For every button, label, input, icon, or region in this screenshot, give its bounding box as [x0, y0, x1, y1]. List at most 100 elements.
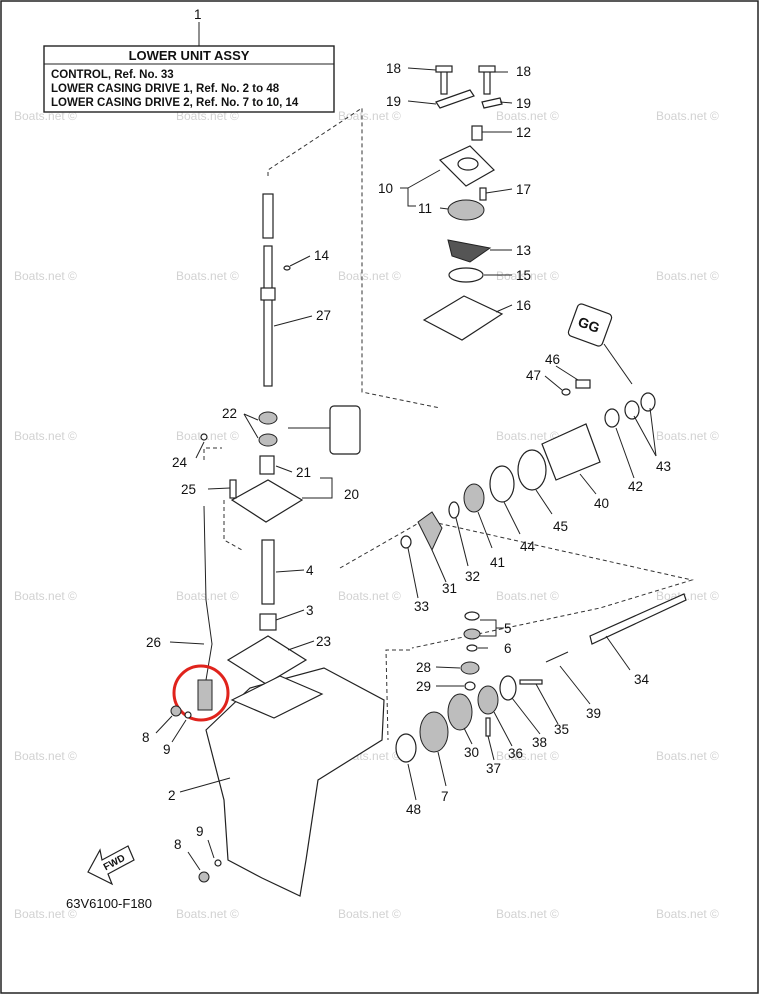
callout-label: 39 — [586, 706, 601, 721]
oil-seal-42 — [604, 408, 620, 428]
leader-lines — [155, 67, 657, 871]
insert-12 — [471, 125, 483, 141]
svg-text:GG: GG — [576, 313, 602, 336]
forward-gear-30 — [447, 693, 473, 731]
watermark: Boats.net © — [656, 109, 719, 123]
watermark: Boats.net © — [656, 589, 719, 603]
grommet-3 — [259, 613, 277, 631]
oring-45 — [517, 449, 547, 491]
callout-label: 12 — [516, 125, 531, 140]
water-tube-4 — [261, 539, 275, 605]
watermark: Boats.net © — [656, 749, 719, 763]
callout-label: 7 — [441, 789, 449, 804]
spring-39 — [545, 651, 569, 663]
bolt-25 — [229, 479, 237, 499]
callout-label: 29 — [416, 679, 431, 694]
drive-shaft-group — [200, 193, 308, 685]
bolt-18b-head — [478, 65, 496, 73]
watermark: Boats.net © — [656, 429, 719, 443]
bearing-5b — [463, 628, 481, 640]
callout-label: 33 — [414, 599, 429, 614]
screw-8a — [170, 705, 182, 717]
bolt-18b — [483, 69, 491, 95]
callout-label: 9 — [196, 824, 204, 839]
callout-label: 28 — [416, 660, 431, 675]
callout-label: 18 — [386, 61, 401, 76]
callout-label: 26 — [146, 635, 161, 650]
callout-label: 15 — [516, 268, 531, 283]
callout-label: 34 — [634, 672, 650, 687]
callout-label: 16 — [516, 298, 531, 313]
gasket-15 — [448, 267, 484, 283]
watermark: Boats.net © — [176, 907, 239, 921]
outer-plate-16 — [422, 295, 504, 341]
watermark: Boats.net © — [14, 589, 77, 603]
washer-47 — [561, 388, 571, 396]
watermark: Boats.net © — [338, 907, 401, 921]
oring-44 — [489, 465, 515, 503]
plate-19a — [435, 89, 475, 109]
callout-label: 18 — [516, 64, 531, 79]
oil-seal-housing-20 — [230, 479, 304, 523]
bushing-21 — [259, 455, 275, 475]
drive-shaft-27 — [263, 245, 273, 387]
callout-label: 14 — [314, 248, 330, 263]
plate-19b — [481, 97, 503, 109]
nut-29 — [464, 681, 476, 691]
callout-label: 45 — [553, 519, 568, 534]
watermark: Boats.net © — [14, 749, 77, 763]
callout-label: 8 — [142, 730, 150, 745]
info-box-title: LOWER UNIT ASSY — [129, 48, 250, 63]
callout-labels: 1 18 18 19 19 12 10 17 11 13 15 16 14 27… — [142, 7, 671, 852]
oring-24 — [200, 433, 208, 441]
grease-symbol-top: GG — [567, 303, 633, 385]
info-box: LOWER UNIT ASSY CONTROL, Ref. No. 33 LOW… — [43, 22, 335, 113]
callout-label: 13 — [516, 243, 531, 258]
watermark: Boats.net © — [496, 589, 559, 603]
watermarks: Boats.net © Boats.net © Boats.net © Boat… — [14, 109, 719, 921]
drive-shaft-collar — [260, 287, 276, 301]
bearing-22b — [258, 433, 278, 447]
watermark: Boats.net © — [176, 269, 239, 283]
callout-label: 10 — [378, 181, 393, 196]
gasket-23 — [226, 635, 308, 685]
washer-9b — [214, 859, 222, 867]
pin-17 — [479, 187, 487, 201]
clutch-dog-36 — [477, 685, 499, 715]
callout-label: 44 — [520, 539, 536, 554]
propeller-shaft-34 — [589, 593, 687, 645]
callout-label: 42 — [628, 479, 643, 494]
info-box-line: LOWER CASING DRIVE 1, Ref. No. 2 to 48 — [51, 83, 280, 95]
shim-48 — [395, 733, 417, 763]
callout-label: 32 — [465, 569, 480, 584]
shim-33 — [400, 535, 412, 549]
info-box-line: CONTROL, Ref. No. 33 — [51, 69, 174, 81]
callout-label: 1 — [194, 7, 202, 22]
assembly-guides — [203, 107, 694, 741]
bearing-5a — [464, 611, 480, 621]
plunger-35 — [519, 679, 543, 685]
callout-label: 31 — [442, 581, 457, 596]
circlip-14 — [283, 265, 291, 271]
callout-label: 19 — [386, 94, 401, 109]
shift-cam-26 — [197, 679, 213, 711]
info-box-line: LOWER CASING DRIVE 2, Ref. No. 7 to 10, … — [51, 97, 299, 109]
pinion-31 — [417, 511, 443, 552]
watermark: Boats.net © — [176, 429, 239, 443]
callout-label: 9 — [163, 742, 171, 757]
shim-32 — [448, 501, 460, 519]
watermark: Boats.net © — [496, 429, 559, 443]
oil-seal-43a — [624, 400, 640, 420]
bolt-18a — [440, 69, 448, 95]
lower-casing-2 — [205, 667, 385, 897]
callout-label: 19 — [516, 96, 531, 111]
propeller-shaft-housing-40 — [541, 423, 601, 481]
diagram-code: 63V6100-F180 — [66, 896, 152, 911]
shim-6 — [466, 644, 478, 652]
bearing-22a — [258, 411, 278, 425]
callout-label: 11 — [418, 201, 432, 216]
shim-38 — [499, 675, 517, 701]
callout-label: 21 — [296, 465, 311, 480]
